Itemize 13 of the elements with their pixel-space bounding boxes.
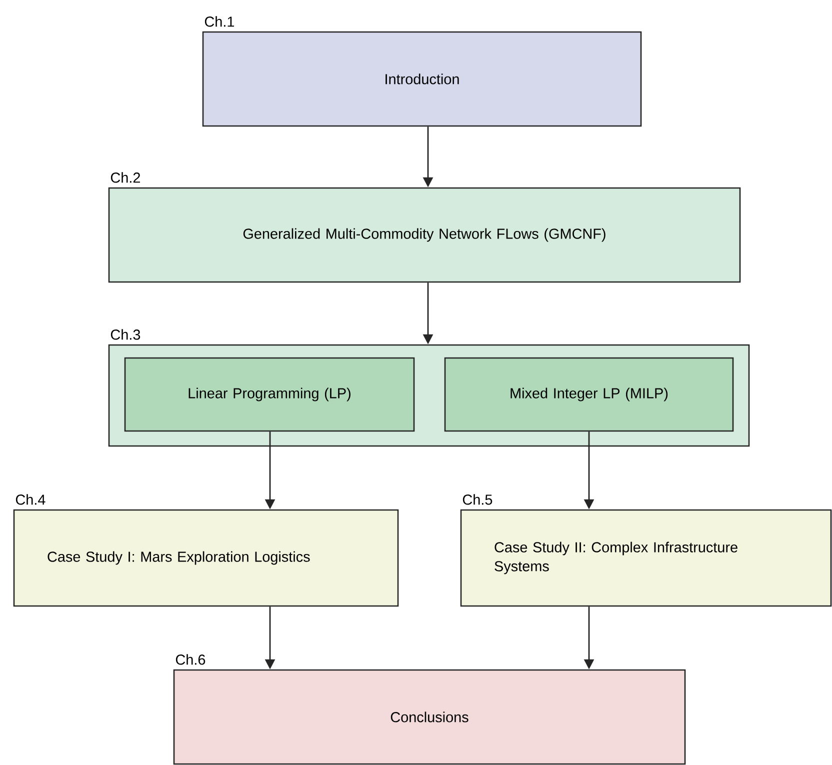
chapter-label: Ch.2: [110, 172, 140, 183]
chapter-box: Case Study I: Mars Exploration Logistics: [13, 509, 399, 607]
chapter-label: Ch.4: [16, 494, 46, 505]
method-box: Linear Programming (LP): [124, 357, 415, 432]
chapter-box: Introduction: [202, 31, 642, 127]
chapter-label: Ch.1: [204, 16, 234, 27]
method-box: Mixed Integer LP (MILP): [444, 357, 734, 432]
chapter-label: Ch.6: [176, 654, 206, 665]
chapter-box: Generalized Multi-Commodity Network FLows (GMCNF): [108, 187, 741, 283]
chapter-label: Ch.3: [110, 329, 140, 340]
chapter-box: Case Study II: Complex Infrastructure Systems: [460, 509, 832, 607]
chapter-label: Ch.5: [462, 494, 492, 505]
chapter-box: Conclusions: [173, 669, 686, 765]
